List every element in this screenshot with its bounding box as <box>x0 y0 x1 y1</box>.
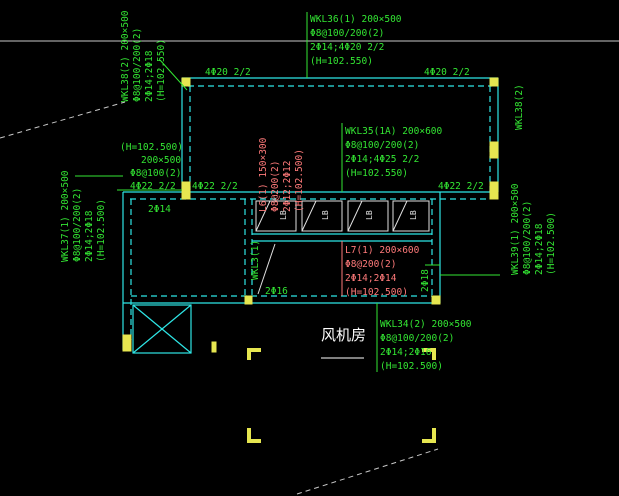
bottom-dashed-diagonal <box>296 448 439 495</box>
column-right-low <box>489 181 499 200</box>
lb-diag-3 <box>347 200 363 232</box>
top-left-bars: 4Φ20 2/2 <box>205 67 251 78</box>
wkl36-rebar: 2Φ14;4Φ20 2/2 <box>310 42 384 53</box>
l7-stirrup: Φ8@200(2) <box>345 259 396 270</box>
lb-box-4 <box>392 200 430 232</box>
column-mid-bottom <box>244 295 253 305</box>
column-right-mid <box>489 141 499 159</box>
lb-diag-4 <box>392 200 408 232</box>
lower-diag <box>257 243 276 295</box>
beam-outlines <box>122 77 499 354</box>
wkl39-stirrup: Φ8@100/200(2) <box>522 201 533 275</box>
bottom-left-bars: 2Φ16 <box>265 286 288 297</box>
red-v-rebar: 2Φ12;2Φ12 <box>282 161 293 212</box>
wkl39-name: WKL39(1) 200×500 <box>510 183 521 275</box>
red-v-stirrup: Φ8@200(2) <box>270 161 281 212</box>
left-note-stirrup: Φ8@100(2) <box>130 168 181 179</box>
lb-label-2: LB <box>321 210 330 220</box>
wkl39-elev: (H=102.500) <box>546 212 557 275</box>
lb-box-2 <box>301 200 343 232</box>
left-note-size: 200×500 <box>141 155 181 166</box>
annotations-red: L6(1) 150×300 Φ8@200(2) 2Φ12;2Φ12 (H=102… <box>258 137 420 298</box>
lb-label-4: LB <box>409 210 418 220</box>
right-bars: 4Φ22 2/2 <box>438 181 484 192</box>
wkl34-rebar: 2Φ14;2Φ16 <box>380 347 432 358</box>
lb-box-3 <box>347 200 389 232</box>
right-small-bars: 2Φ18 <box>420 269 431 292</box>
column-top-right <box>489 77 499 87</box>
shaft-opening <box>132 304 192 354</box>
column-right-bottom <box>431 295 441 305</box>
corner-marker-2 <box>422 348 436 360</box>
lb-diag-2 <box>301 200 317 232</box>
column-top-left <box>181 77 191 87</box>
wkl38-right: WKL38(2) <box>514 84 525 130</box>
leader-wkl38-v <box>159 59 188 91</box>
l7-elev: (H=102.500) <box>345 287 408 298</box>
corner-marker-3 <box>247 428 261 443</box>
corner-markers <box>247 348 436 443</box>
wkl38-v-rebar: 2Φ14;2Φ18 <box>144 50 155 102</box>
l7-name: L7(1) 200×600 <box>345 245 420 256</box>
wkl34-elev: (H=102.500) <box>380 361 443 372</box>
wkl35-name: WKL35(1A) 200×600 <box>345 126 443 137</box>
column-left-mid <box>181 181 191 200</box>
left-inner-bars: 2Φ14 <box>148 204 171 215</box>
lb-boxes <box>255 200 430 295</box>
wkl37-elev: (H=102.500) <box>96 199 107 262</box>
wkl37-rebar: 2Φ14;2Φ18 <box>84 210 95 262</box>
mid-bars: 4Φ22 2/2 <box>192 181 238 192</box>
wkl35-stirrup: Φ8@100/200(2) <box>345 140 419 151</box>
shaft-x-2 <box>132 304 192 354</box>
leader-lines <box>75 12 500 372</box>
wkl38-v-elev: (H=102.550) <box>156 39 167 102</box>
wkl36-stirrup: Φ8@100/200(2) <box>310 28 384 39</box>
grid-lines <box>0 40 619 495</box>
top-right-bars: 4Φ20 2/2 <box>424 67 470 78</box>
lb-diag-1 <box>255 200 271 232</box>
wkl38-v-name: WKL38(2) 200×500 <box>120 10 131 102</box>
left-note-bars: 4Φ22 2/2 <box>130 181 176 192</box>
lb-labels: LB LB LB LB <box>279 210 418 220</box>
annotations-green: WKL36(1) 200×500 Φ8@100/200(2) 2Φ14;4Φ20… <box>60 10 557 372</box>
wkl37-name: WKL37(1) 200×500 <box>60 170 71 262</box>
lb-label-1: LB <box>279 210 288 220</box>
wkl3-v: WKL3(1) <box>250 240 261 280</box>
wkl35-elev: (H=102.550) <box>345 168 408 179</box>
left-dashed-diagonal <box>0 101 126 139</box>
wkl39-rebar: 2Φ14;2Φ18 <box>534 223 545 275</box>
wkl35-rebar: 2Φ14;4Φ25 2/2 <box>345 154 419 165</box>
wkl36-name: WKL36(1) 200×500 <box>310 14 402 25</box>
wkl34-stirrup: Φ8@100/200(2) <box>380 333 454 344</box>
wkl37-stirrup: Φ8@100/200(2) <box>72 188 83 262</box>
lb-box-1 <box>255 200 297 232</box>
wkl36-elev: (H=102.550) <box>310 56 373 67</box>
l7-rebar: 2Φ14;2Φ14 <box>345 273 397 284</box>
wkl38-v-stirrup: Φ8@100/200(2) <box>132 28 143 102</box>
room-name: 风机房 <box>321 326 366 344</box>
red-v-name: L6(1) 150×300 <box>258 137 269 212</box>
red-v-elev: (H=102.500) <box>294 149 305 212</box>
column-left-bottom <box>122 334 132 352</box>
column-left-small <box>211 341 217 353</box>
left-note-elev: (H=102.500) <box>120 142 183 153</box>
wkl34-name: WKL34(2) 200×500 <box>380 319 472 330</box>
corner-marker-1 <box>247 348 261 360</box>
lb-label-3: LB <box>365 210 374 220</box>
corner-marker-4 <box>422 428 436 443</box>
columns <box>122 77 499 353</box>
